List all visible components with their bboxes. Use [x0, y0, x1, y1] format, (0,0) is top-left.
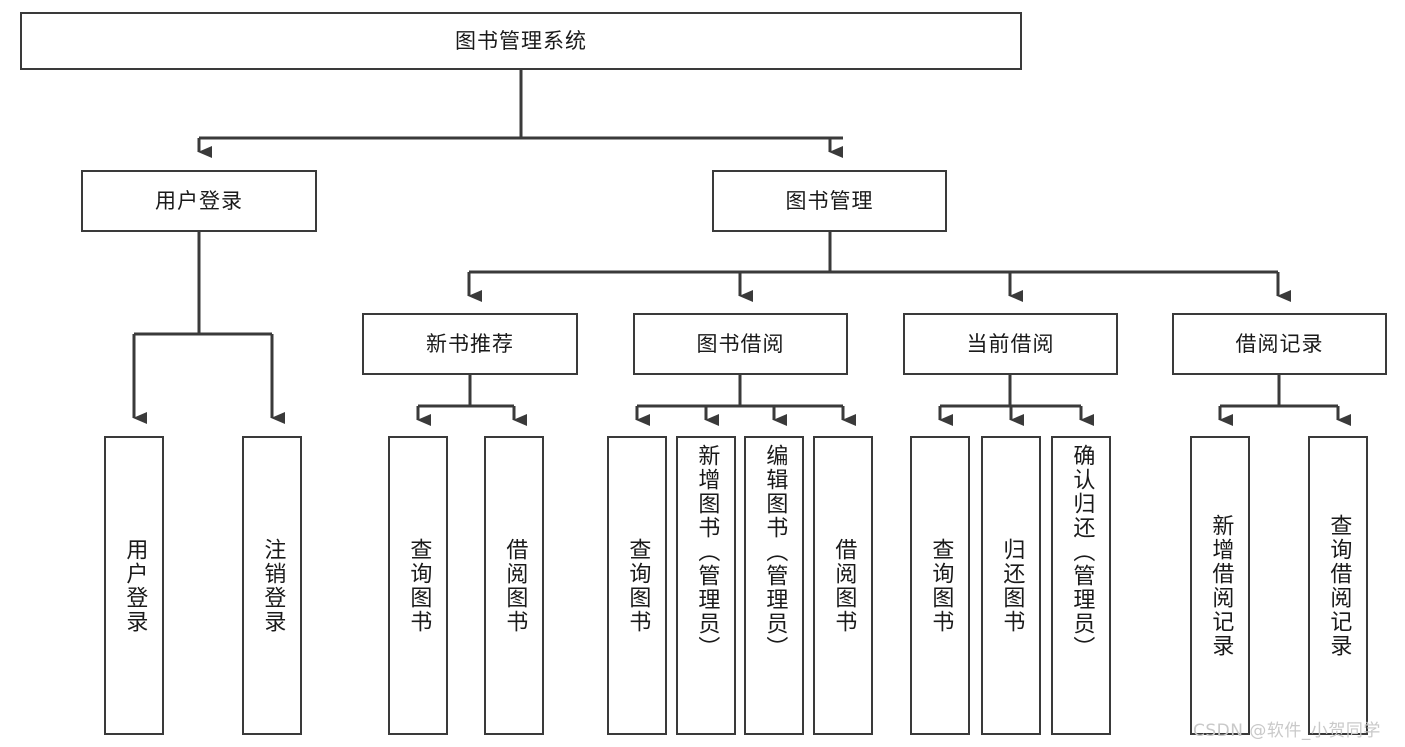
node-leaf-logout-login[interactable]: 注销登录 [242, 436, 302, 735]
node-leaf-confirm-return-admin-label: 确认归还（管理员） [1069, 444, 1095, 660]
node-leaf-query-borrow-record[interactable]: 查询借阅记录 [1308, 436, 1368, 735]
node-leaf-return-book[interactable]: 归还图书 [981, 436, 1041, 735]
node-book-borrow[interactable]: 图书借阅 [633, 313, 848, 375]
node-leaf-logout-login-label: 注销登录 [260, 537, 286, 634]
node-leaf-query-book-2[interactable]: 查询图书 [607, 436, 667, 735]
node-leaf-query-book-3[interactable]: 查询图书 [910, 436, 970, 735]
node-leaf-user-login-label: 用户登录 [122, 537, 148, 634]
node-leaf-query-book-1[interactable]: 查询图书 [388, 436, 448, 735]
node-leaf-add-borrow-record-label: 新增借阅记录 [1208, 513, 1234, 658]
node-leaf-query-book-2-label: 查询图书 [625, 537, 651, 634]
node-leaf-borrow-book-2-label: 借阅图书 [831, 537, 857, 634]
node-leaf-borrow-book-1-label: 借阅图书 [502, 537, 528, 634]
node-root[interactable]: 图书管理系统 [20, 12, 1022, 70]
node-leaf-user-login[interactable]: 用户登录 [104, 436, 164, 735]
node-current-borrow-label: 当前借阅 [966, 331, 1055, 356]
node-new-book-recommend-label: 新书推荐 [426, 331, 514, 356]
node-leaf-add-book-admin-label: 新增图书（管理员） [694, 444, 720, 660]
node-current-borrow[interactable]: 当前借阅 [903, 313, 1118, 375]
node-user-login[interactable]: 用户登录 [81, 170, 317, 232]
node-leaf-add-borrow-record[interactable]: 新增借阅记录 [1190, 436, 1250, 735]
node-leaf-borrow-book-1[interactable]: 借阅图书 [484, 436, 544, 735]
node-borrow-record-label: 借阅记录 [1235, 331, 1324, 356]
node-leaf-add-book-admin[interactable]: 新增图书（管理员） [676, 436, 736, 735]
node-leaf-query-book-1-label: 查询图书 [406, 537, 432, 634]
node-book-manage-label: 图书管理 [785, 188, 874, 213]
node-user-login-label: 用户登录 [155, 188, 243, 213]
node-leaf-return-book-label: 归还图书 [999, 537, 1025, 634]
node-borrow-record[interactable]: 借阅记录 [1172, 313, 1387, 375]
node-root-label: 图书管理系统 [455, 28, 587, 53]
node-new-book-recommend[interactable]: 新书推荐 [362, 313, 578, 375]
node-leaf-query-book-3-label: 查询图书 [928, 537, 954, 634]
node-book-manage[interactable]: 图书管理 [712, 170, 947, 232]
node-leaf-borrow-book-2[interactable]: 借阅图书 [813, 436, 873, 735]
node-book-borrow-label: 图书借阅 [696, 331, 785, 356]
node-leaf-edit-book-admin-label: 编辑图书（管理员） [762, 444, 788, 660]
node-leaf-query-borrow-record-label: 查询借阅记录 [1326, 513, 1352, 658]
node-leaf-confirm-return-admin[interactable]: 确认归还（管理员） [1051, 436, 1111, 735]
node-leaf-edit-book-admin[interactable]: 编辑图书（管理员） [744, 436, 804, 735]
